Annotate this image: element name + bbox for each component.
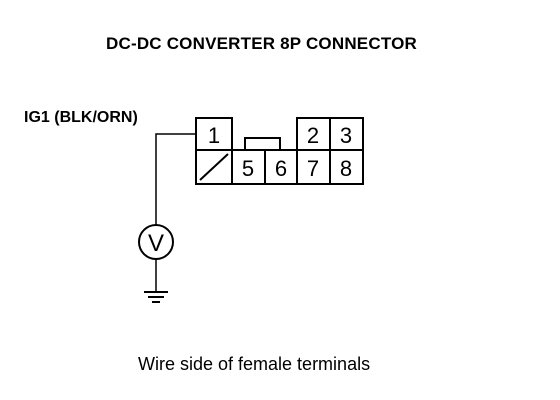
pin-6-label: 6: [275, 156, 287, 181]
pin-8-label: 8: [340, 156, 352, 181]
connector-title: DC-DC CONVERTER 8P CONNECTOR: [106, 34, 418, 53]
pin-7-label: 7: [307, 156, 319, 181]
connector-body: [195, 117, 364, 185]
pin-1-label: 1: [208, 123, 220, 148]
ground-icon: [144, 291, 168, 303]
blank-terminal-slash: [199, 153, 229, 181]
pin-2-label: 2: [307, 123, 319, 148]
pin-3-label: 3: [340, 123, 352, 148]
pin-5-label: 5: [242, 156, 254, 181]
diagram-caption: Wire side of female terminals: [138, 354, 371, 374]
wire-ig1: [155, 133, 196, 226]
voltmeter-symbol: V: [148, 230, 164, 257]
lock-tab: [232, 137, 297, 151]
terminal-3-cell: [329, 117, 364, 151]
wire-label: IG1 (BLK/ORN): [24, 109, 138, 126]
